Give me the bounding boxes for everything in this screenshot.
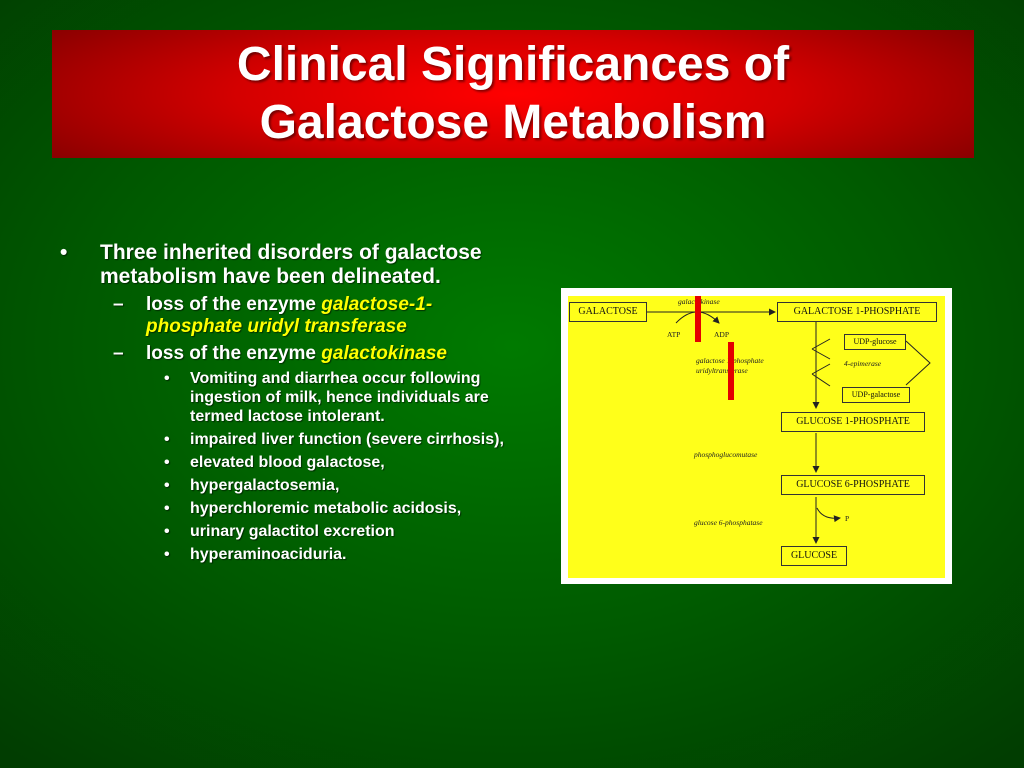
bullet-marker: • xyxy=(164,477,170,494)
sub-bullet-text: loss of the enzyme xyxy=(146,294,322,315)
epimerase-label: 4-epimerase xyxy=(844,359,882,368)
phosphoglucomutase-label: phosphoglucomutase xyxy=(694,450,758,459)
udp-galactose-box: UDP-galactose xyxy=(842,387,910,403)
bullet-marker: • xyxy=(164,431,170,448)
glucose-box: GLUCOSE xyxy=(781,546,847,566)
main-bullet: • Three inherited disorders of galactose… xyxy=(58,241,508,289)
bullet-marker: • xyxy=(164,370,170,387)
transferase-block-marker xyxy=(728,342,734,400)
pathway-diagram-frame: GALACTOSE GALACTOSE 1-PHOSPHATE galactok… xyxy=(561,288,952,584)
bullet-marker: • xyxy=(164,500,170,517)
galactose-pathway-diagram: GALACTOSE GALACTOSE 1-PHOSPHATE galactok… xyxy=(568,296,945,578)
main-bullet-text: Three inherited disorders of galactose m… xyxy=(100,241,482,288)
symptom-text: hyperchloremic metabolic acidosis, xyxy=(190,500,462,517)
adp-label: ADP xyxy=(714,330,730,339)
symptom-item: • hypergalactosemia, xyxy=(58,476,508,495)
symptom-item: • Vomiting and diarrhea occur following … xyxy=(58,369,508,426)
epimerase-cycle-arrows xyxy=(811,338,931,387)
symptom-item: • urinary galactitol excretion xyxy=(58,522,508,541)
bullet-marker: • xyxy=(164,523,170,540)
symptom-item: • impaired liver function (severe cirrho… xyxy=(58,430,508,449)
dash-marker: – xyxy=(113,343,124,364)
sub-bullet-text: loss of the enzyme xyxy=(146,343,322,364)
bullet-content: • Three inherited disorders of galactose… xyxy=(58,241,508,564)
glucose-1-phosphate-box: GLUCOSE 1-PHOSPHATE xyxy=(781,412,925,432)
pathway-arrows xyxy=(645,308,931,544)
slide-title-line-1: Clinical Significances of xyxy=(236,38,790,91)
title-banner: Clinical Significances of Galactose Meta… xyxy=(52,30,974,158)
sub-bullet-transferase: – loss of the enzyme galactose-1-phospha… xyxy=(58,294,508,338)
enzyme-name-transferase: galactose-1-phosphate uridyl transferase xyxy=(146,294,433,337)
symptom-item: • elevated blood galactose, xyxy=(58,453,508,472)
atp-label: ATP xyxy=(667,330,681,339)
bullet-marker: • xyxy=(164,454,170,471)
symptom-text: impaired liver function (severe cirrhosi… xyxy=(190,431,504,448)
symptom-text: elevated blood galactose, xyxy=(190,454,385,471)
bullet-marker: • xyxy=(164,546,170,563)
glucose-6-phosphate-box: GLUCOSE 6-PHOSPHATE xyxy=(781,475,925,495)
transferase-label-line-2: uridyltransferase xyxy=(696,366,748,375)
symptom-item: • hyperaminoaciduria. xyxy=(58,545,508,564)
symptom-text: urinary galactitol excretion xyxy=(190,523,395,540)
bullet-marker: • xyxy=(60,241,68,264)
dash-marker: – xyxy=(113,294,124,315)
phosphate-release-curve xyxy=(816,507,841,523)
symptom-text: Vomiting and diarrhea occur following in… xyxy=(190,370,489,425)
udp-glucose-box: UDP-glucose xyxy=(844,334,906,350)
enzyme-name-galactokinase: galactokinase xyxy=(321,343,447,364)
symptom-text: hyperaminoaciduria. xyxy=(190,546,347,563)
sub-bullet-galactokinase: – loss of the enzyme galactokinase xyxy=(58,343,508,365)
galactose-box: GALACTOSE xyxy=(569,302,647,322)
glucose-6-phosphatase-label: glucose 6-phosphatase xyxy=(694,518,763,527)
galactokinase-block-marker xyxy=(695,296,701,342)
symptom-item: • hyperchloremic metabolic acidosis, xyxy=(58,499,508,518)
phosphate-label: P xyxy=(845,514,850,523)
galactose-1-phosphate-box: GALACTOSE 1-PHOSPHATE xyxy=(777,302,937,322)
slide-title-line-2: Galactose Metabolism xyxy=(259,96,767,149)
symptom-text: hypergalactosemia, xyxy=(190,477,340,494)
